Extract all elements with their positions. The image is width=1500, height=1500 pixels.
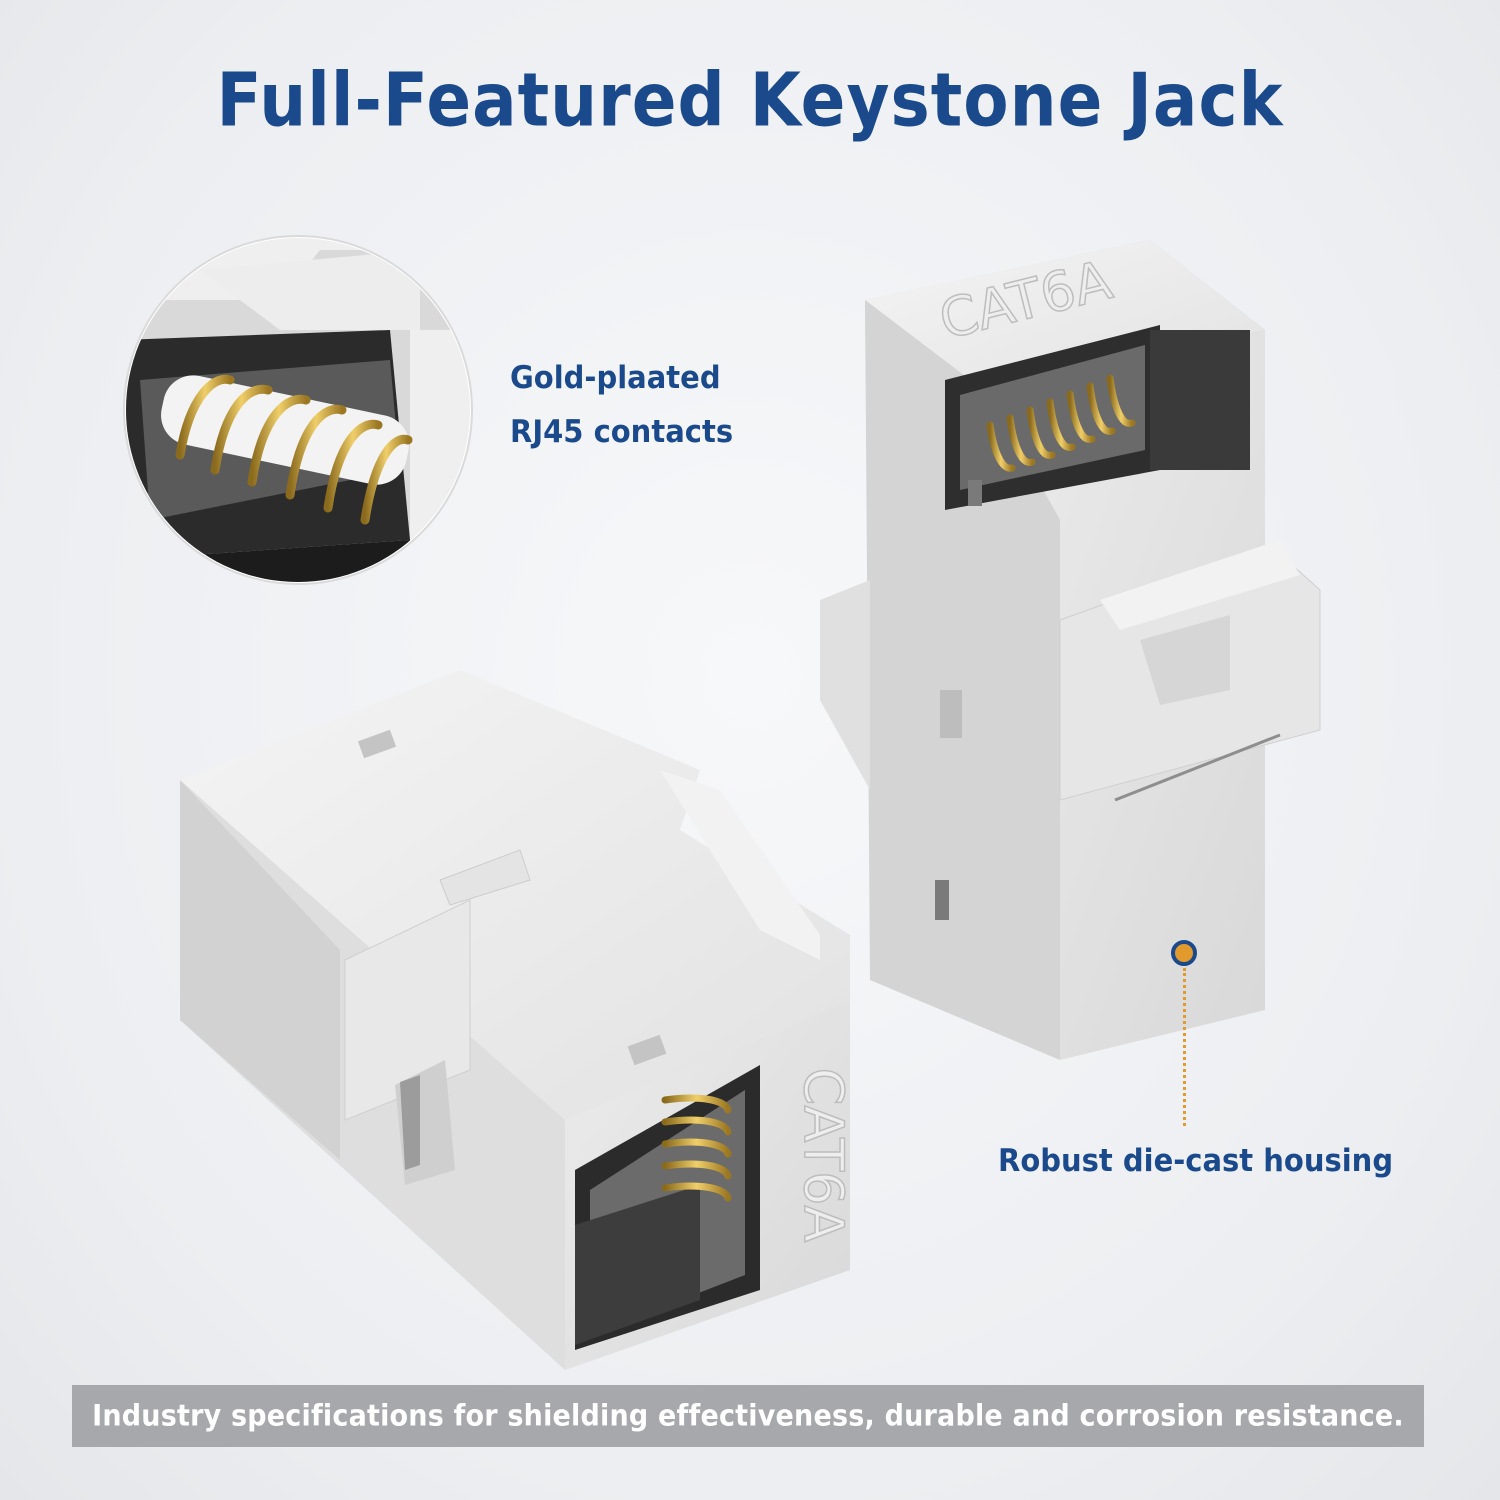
footer-text: Industry specifications for shielding ef… <box>92 1399 1404 1433</box>
footer-banner: Industry specifications for shielding ef… <box>72 1385 1424 1447</box>
keystone-jack-left <box>180 670 850 1370</box>
keystone-jack-right <box>820 240 1321 1060</box>
housing-callout: Robust die-cast housing <box>998 1141 1394 1179</box>
cat6a-marking-left: CAT6A <box>792 1068 855 1243</box>
page-title: Full-Featured Keystone Jack <box>216 57 1284 144</box>
gold-contacts-callout: Gold-plaated RJ45 contacts <box>510 350 733 458</box>
callout-marker-icon <box>1171 940 1197 966</box>
gold-contacts-callout-line1: Gold-plaated <box>510 358 721 396</box>
contacts-zoom-inset <box>123 235 473 585</box>
callout-leader-line <box>1183 968 1186 1126</box>
gold-contacts-callout-line2: RJ45 contacts <box>510 412 734 450</box>
